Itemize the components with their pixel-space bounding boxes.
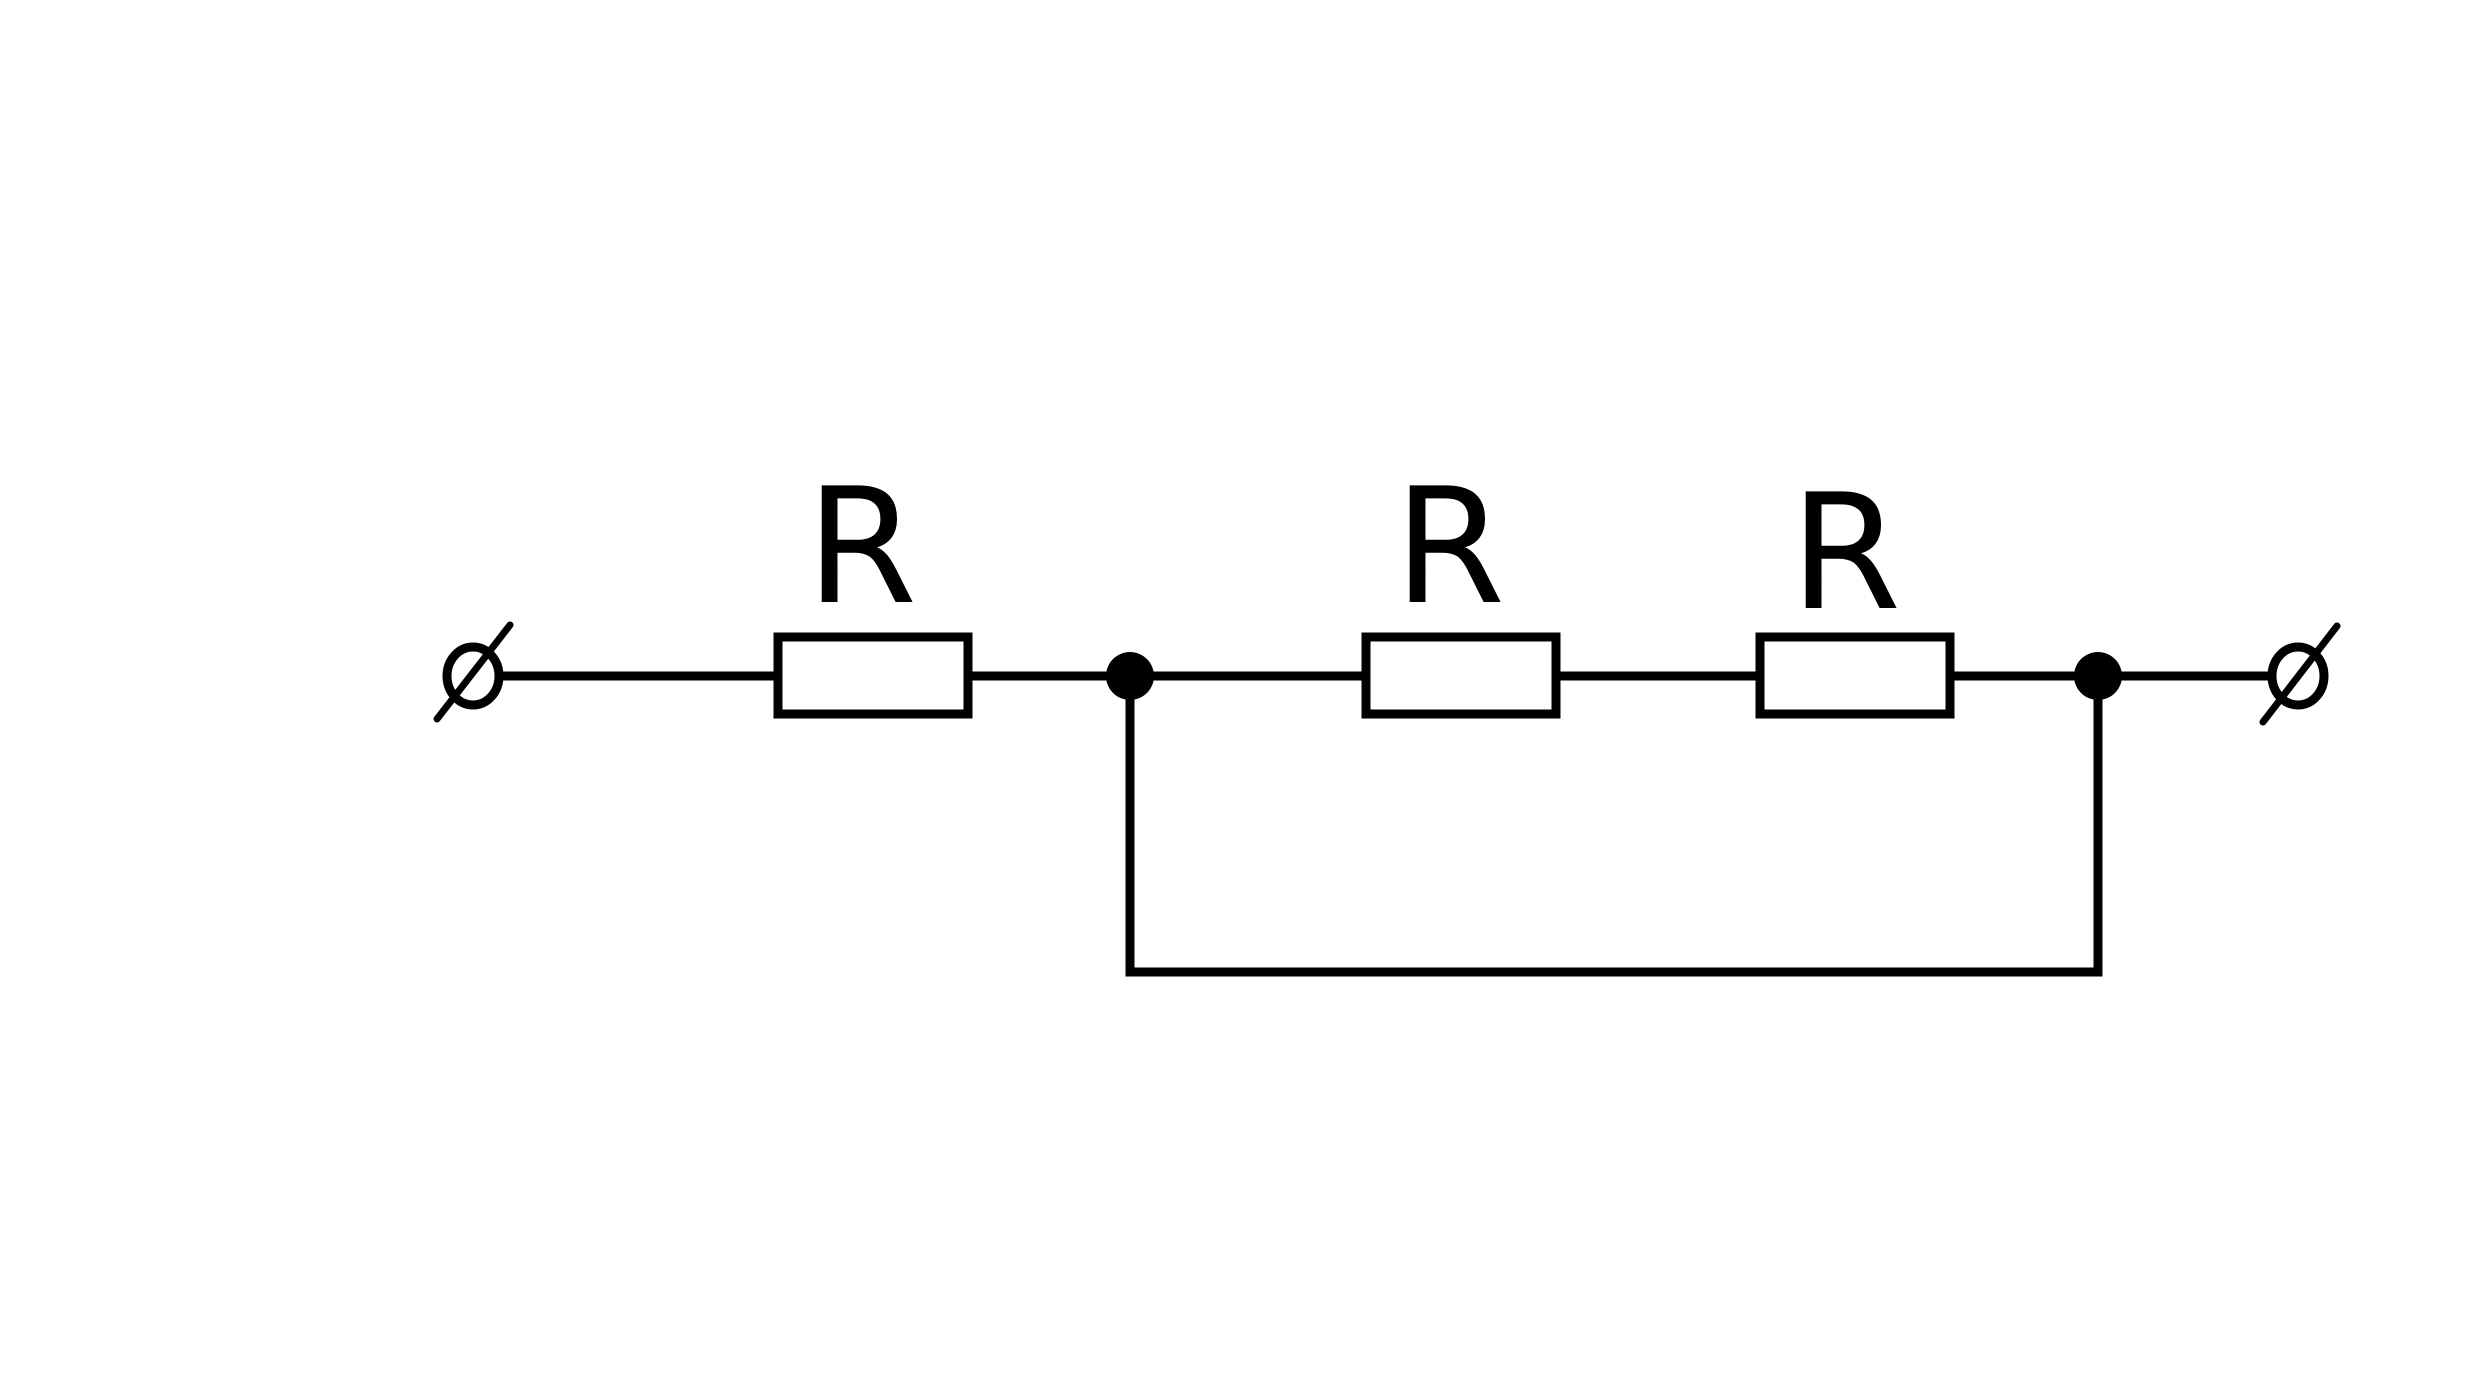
resistor-r3-label: R <box>1790 459 1901 646</box>
resistor-r1: R <box>773 453 973 719</box>
junction-node-a <box>1106 652 1154 700</box>
output-terminal-slash <box>2259 622 2341 726</box>
input-terminal <box>433 621 514 723</box>
resistor-r3: R <box>1755 459 1955 719</box>
resistor-r1-body <box>773 632 973 719</box>
resistor-r3-body <box>1755 632 1955 719</box>
resistor-r2-label: R <box>1394 453 1505 640</box>
resistor-r2: R <box>1361 453 1561 719</box>
bypass-wire <box>1125 671 2103 977</box>
resistor-r2-body <box>1361 632 1561 719</box>
input-terminal-slash <box>433 621 514 723</box>
output-terminal <box>2259 622 2341 726</box>
junction-node-b <box>2074 652 2122 700</box>
resistor-r1-label: R <box>806 453 917 640</box>
